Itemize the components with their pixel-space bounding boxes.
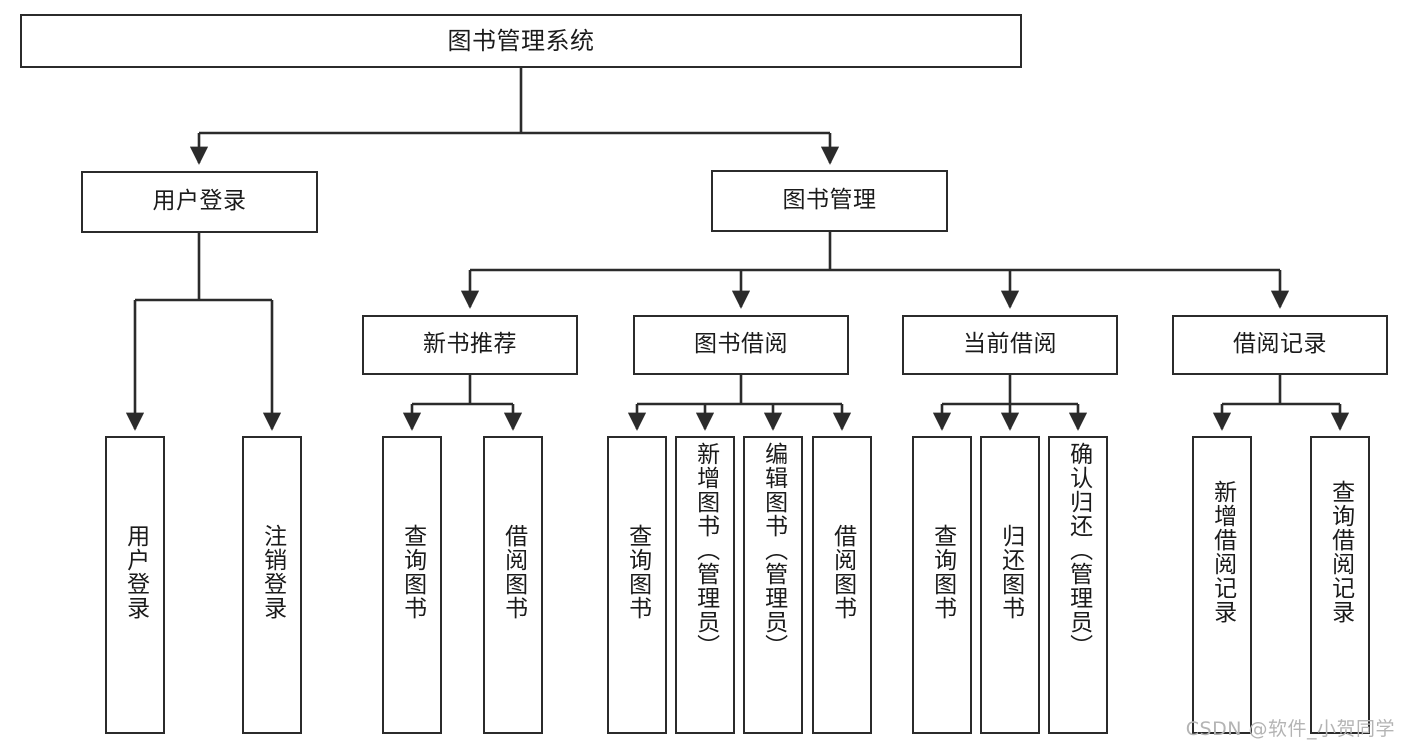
node-label: 新增借阅记录 [1209,480,1236,624]
node-label: 当前借阅 [963,331,1057,358]
node-current-borrow[interactable]: 当前借阅 [902,315,1118,375]
node-new-book-recommend[interactable]: 新书推荐 [362,315,578,375]
node-leaf-borrow-book-1[interactable]: 借阅图书 [483,436,543,734]
node-label: 归还图书 [997,524,1024,620]
node-leaf-query-book-2[interactable]: 查询图书 [607,436,667,734]
node-leaf-user-logout[interactable]: 注销登录 [242,436,302,734]
node-label: 注销登录 [259,524,286,620]
node-book-borrow[interactable]: 图书借阅 [633,315,849,375]
node-leaf-add-record[interactable]: 新增借阅记录 [1192,436,1252,734]
node-leaf-user-login[interactable]: 用户登录 [105,436,165,734]
node-leaf-query-record[interactable]: 查询借阅记录 [1310,436,1370,734]
node-label: 查询图书 [399,524,426,620]
node-label: 确认归还（管理员） [1065,442,1092,658]
node-label: 借阅记录 [1233,331,1327,358]
node-book-manage[interactable]: 图书管理 [711,170,948,232]
node-root-system[interactable]: 图书管理系统 [20,14,1022,68]
node-leaf-query-book-1[interactable]: 查询图书 [382,436,442,734]
node-label: 图书管理系统 [447,26,595,55]
node-label: 图书管理 [782,187,877,214]
watermark-text: CSDN @软件_小贺同学 [1185,718,1395,740]
node-label: 新书推荐 [423,331,517,358]
node-label: 用户登录 [122,524,149,620]
node-label: 查询借阅记录 [1327,480,1354,624]
node-label: 借阅图书 [829,524,856,620]
node-label: 编辑图书（管理员） [760,442,787,658]
node-label: 用户登录 [152,188,247,215]
node-label: 借阅图书 [500,524,527,620]
node-leaf-borrow-book-2[interactable]: 借阅图书 [812,436,872,734]
node-leaf-add-book[interactable]: 新增图书（管理员） [675,436,735,734]
node-leaf-query-book-3[interactable]: 查询图书 [912,436,972,734]
node-user-login[interactable]: 用户登录 [81,171,318,233]
node-label: 查询图书 [929,524,956,620]
node-label: 新增图书（管理员） [692,442,719,658]
node-borrow-record[interactable]: 借阅记录 [1172,315,1388,375]
node-leaf-edit-book[interactable]: 编辑图书（管理员） [743,436,803,734]
node-leaf-return-book[interactable]: 归还图书 [980,436,1040,734]
node-leaf-confirm-return[interactable]: 确认归还（管理员） [1048,436,1108,734]
node-label: 查询图书 [624,524,651,620]
node-label: 图书借阅 [694,331,788,358]
